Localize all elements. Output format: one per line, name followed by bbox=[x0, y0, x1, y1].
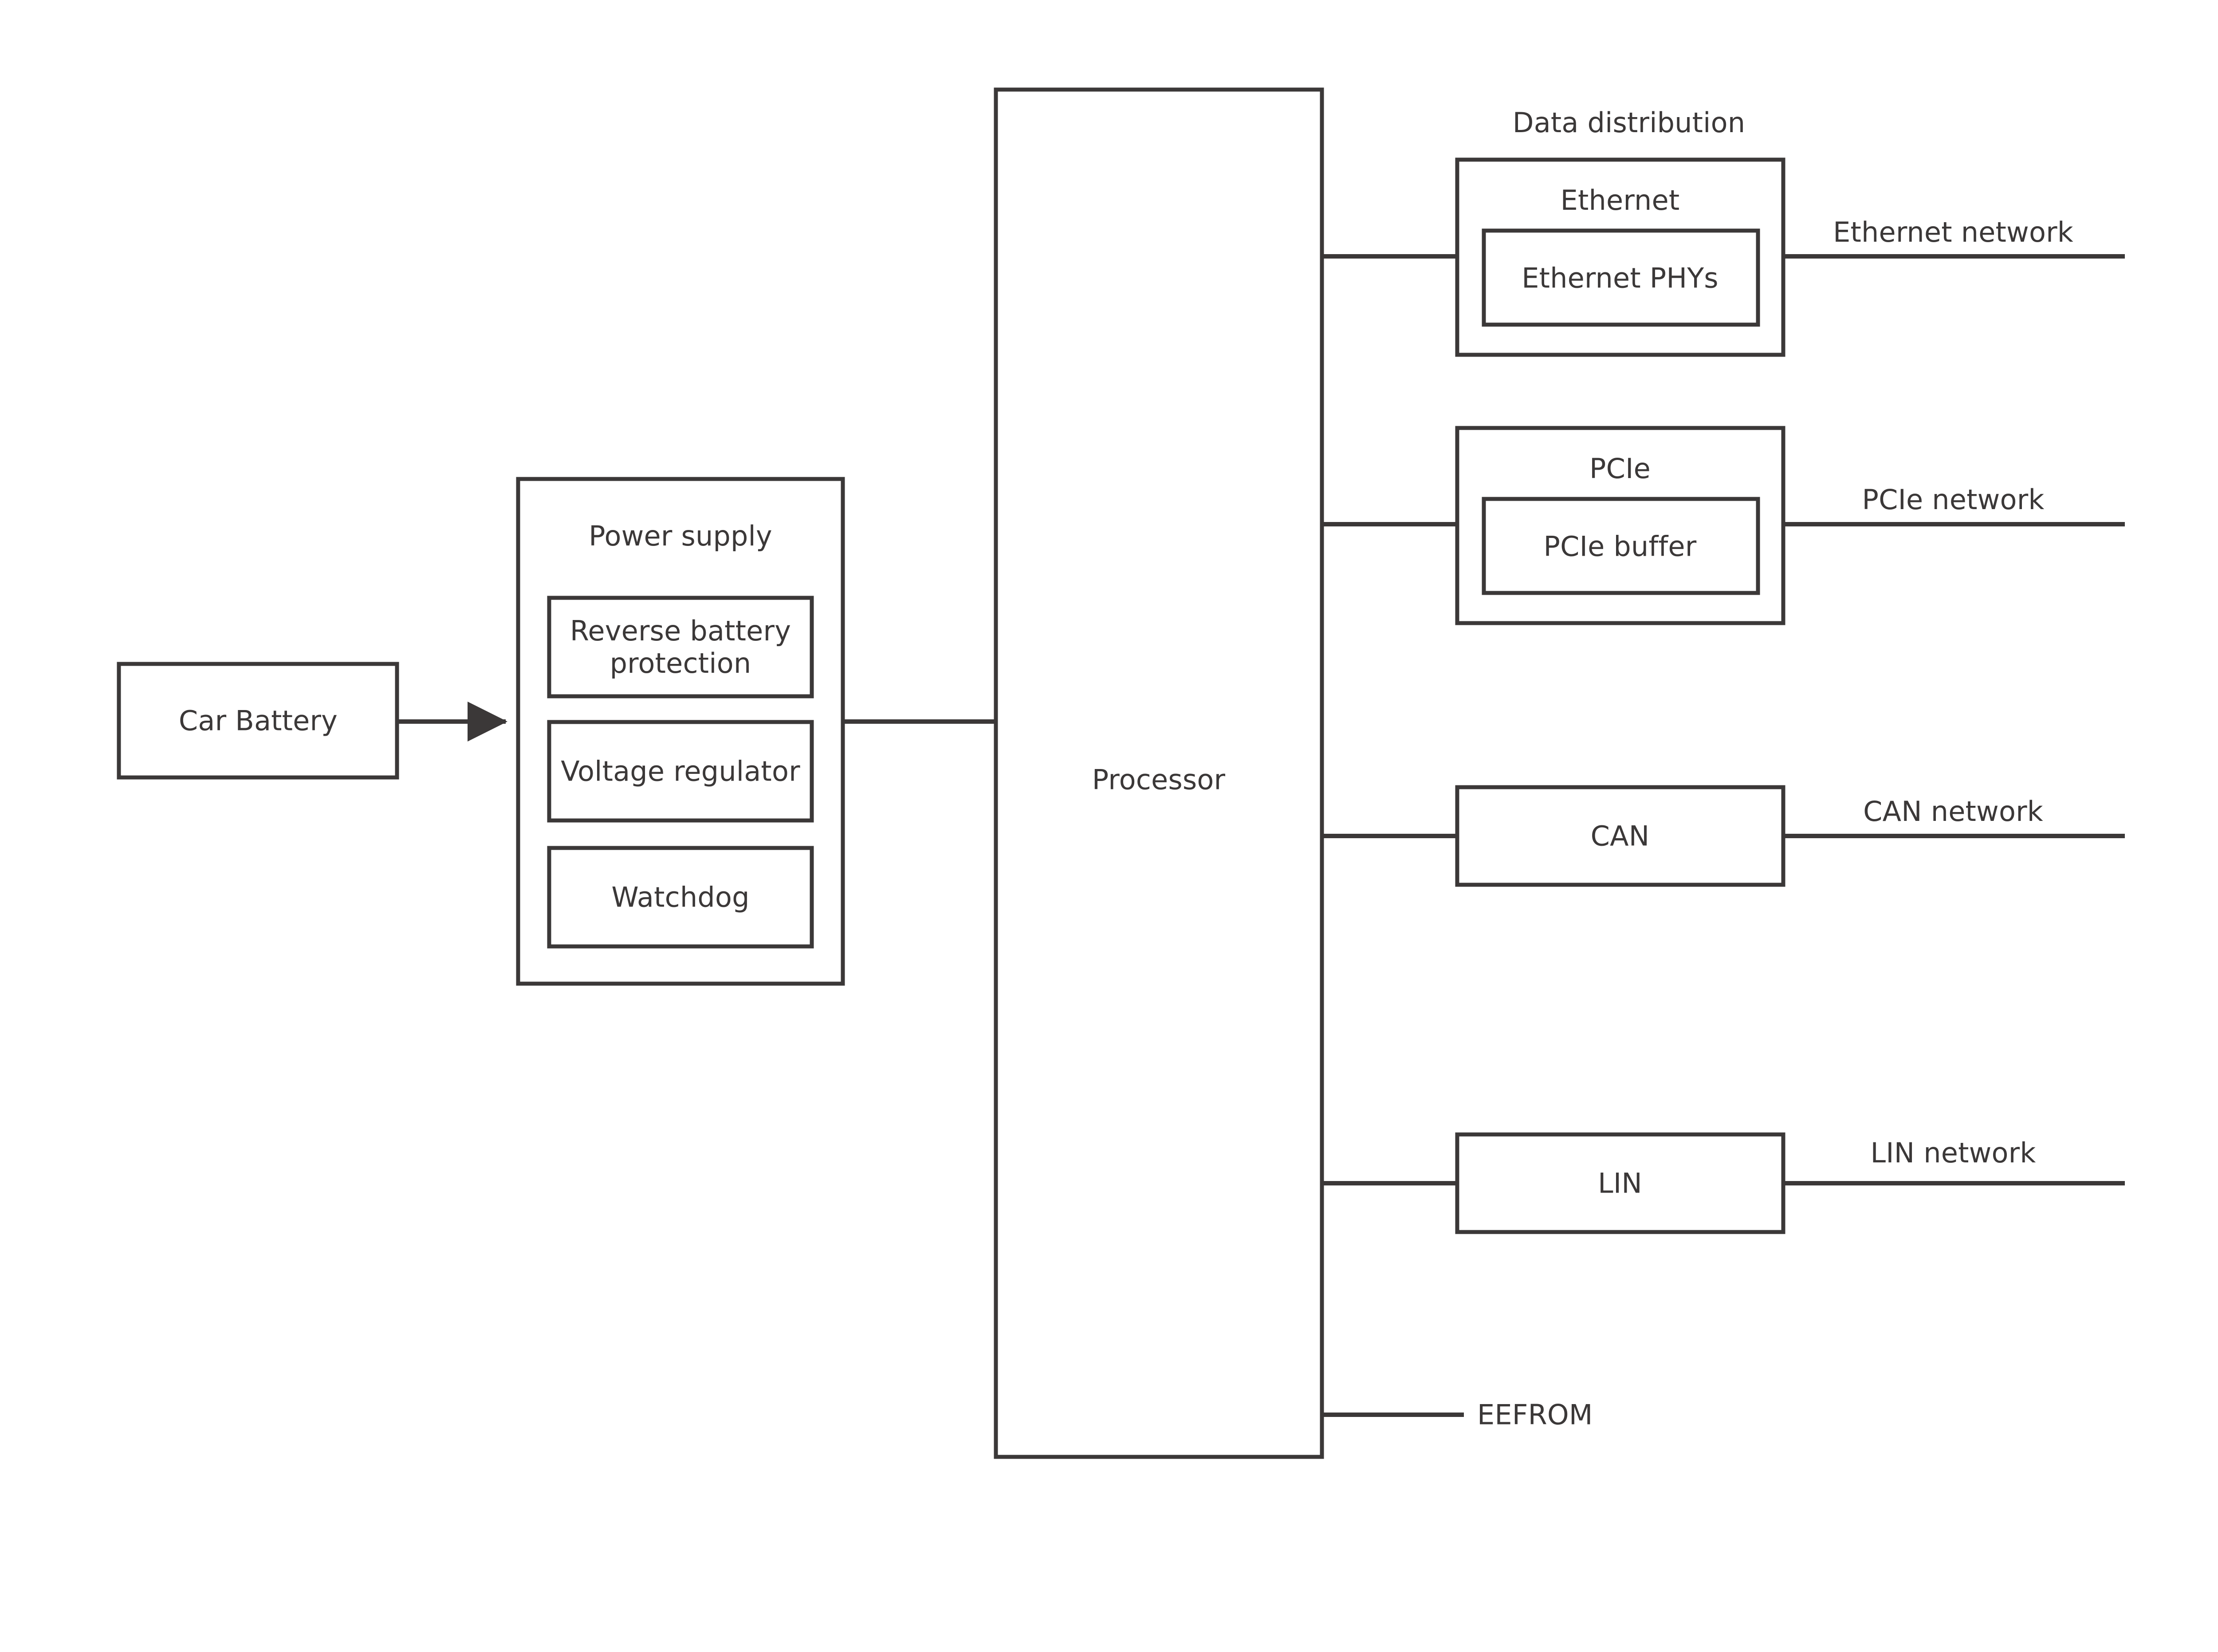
watchdog-box bbox=[547, 846, 814, 949]
pcie-buffer-box bbox=[1482, 497, 1760, 595]
can-box bbox=[1455, 785, 1785, 887]
voltage-regulator-box bbox=[547, 720, 814, 823]
ethernet-phys-box bbox=[1482, 228, 1760, 327]
lin-box bbox=[1455, 1132, 1785, 1234]
processor-box bbox=[994, 87, 1324, 1459]
car-battery-box bbox=[117, 662, 399, 780]
reverse-battery-protection-box bbox=[547, 596, 814, 698]
